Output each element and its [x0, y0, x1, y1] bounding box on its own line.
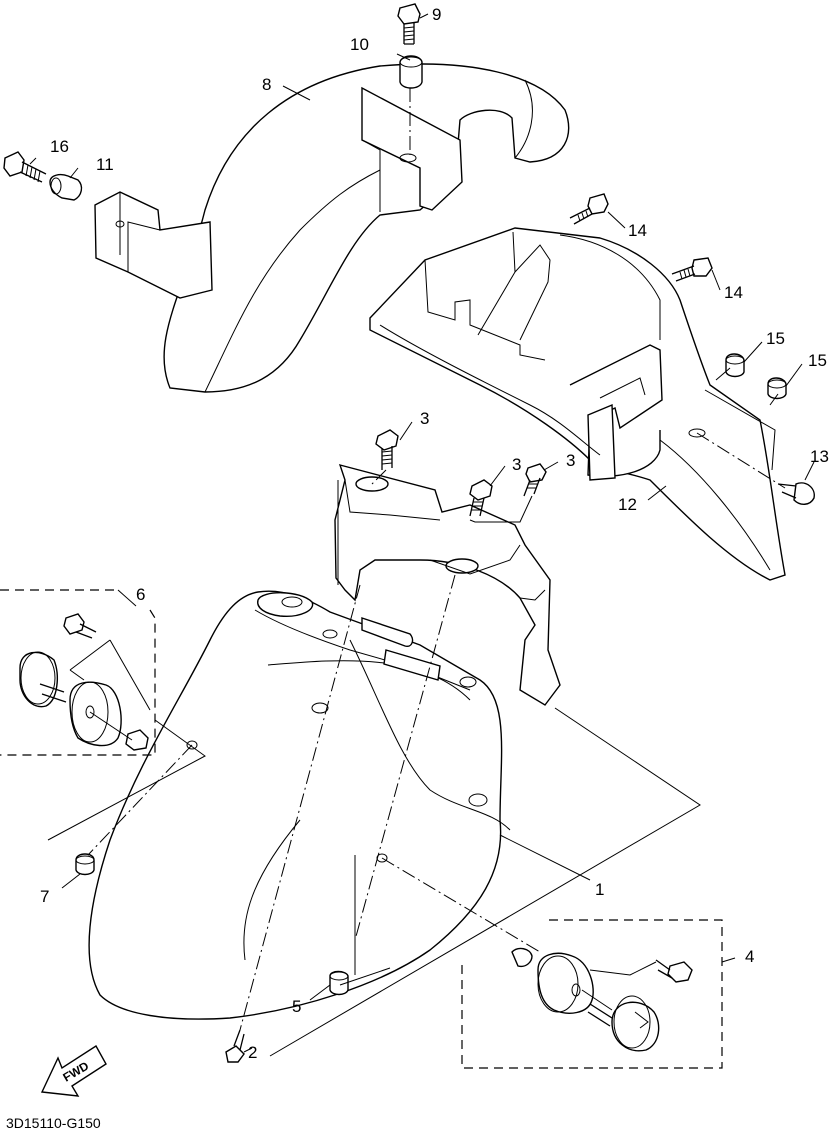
box-6-damper-assembly [0, 589, 156, 756]
callout-3-center: 3 [512, 455, 521, 474]
callout-7: 7 [40, 887, 49, 906]
callout-3-right: 3 [566, 451, 575, 470]
callout-16: 16 [50, 137, 69, 156]
bolt-14-upper [569, 193, 609, 225]
box-4-damper-assembly [461, 919, 723, 1069]
callout-12: 12 [618, 495, 637, 514]
callout-10: 10 [350, 35, 369, 54]
callout-11: 11 [96, 155, 114, 174]
bolt-3-center [469, 479, 493, 517]
rear-fender [163, 63, 570, 393]
callout-15-left: 15 [766, 329, 785, 348]
bolt-16 [3, 151, 47, 183]
callout-2: 2 [248, 1043, 257, 1062]
callout-14-lower: 14 [724, 283, 743, 302]
rear-inner-fender-12 [369, 227, 786, 581]
bolt-3-right [523, 463, 547, 497]
collar-11 [49, 173, 83, 201]
screw-7 [75, 853, 95, 876]
grommet-15-left [725, 353, 745, 378]
reference-code: 3D15110-G150 [6, 1115, 101, 1131]
callout-1: 1 [595, 880, 604, 899]
collar-10 [399, 55, 423, 89]
screw-5 [329, 970, 349, 996]
callout-14-upper: 14 [628, 221, 647, 240]
bolt-9 [397, 3, 421, 45]
rear-fender-bracket [94, 191, 213, 299]
screw-2 [225, 1029, 245, 1063]
forward-direction-arrow: FWD [40, 1045, 107, 1097]
bolt-3-left [375, 429, 399, 470]
callout-15-right: 15 [808, 351, 827, 370]
callout-9: 9 [432, 5, 441, 24]
screw-13 [777, 482, 815, 505]
bolt-14-lower [671, 257, 713, 282]
callout-4: 4 [745, 947, 754, 966]
callout-6: 6 [136, 585, 145, 604]
front-fender [88, 590, 511, 1020]
callout-3-left: 3 [420, 409, 429, 428]
callout-13: 13 [810, 447, 829, 466]
grommet-15-right [767, 377, 787, 400]
callout-8: 8 [262, 75, 271, 94]
callout-5: 5 [292, 997, 301, 1016]
front-fender-bracket [334, 463, 561, 706]
